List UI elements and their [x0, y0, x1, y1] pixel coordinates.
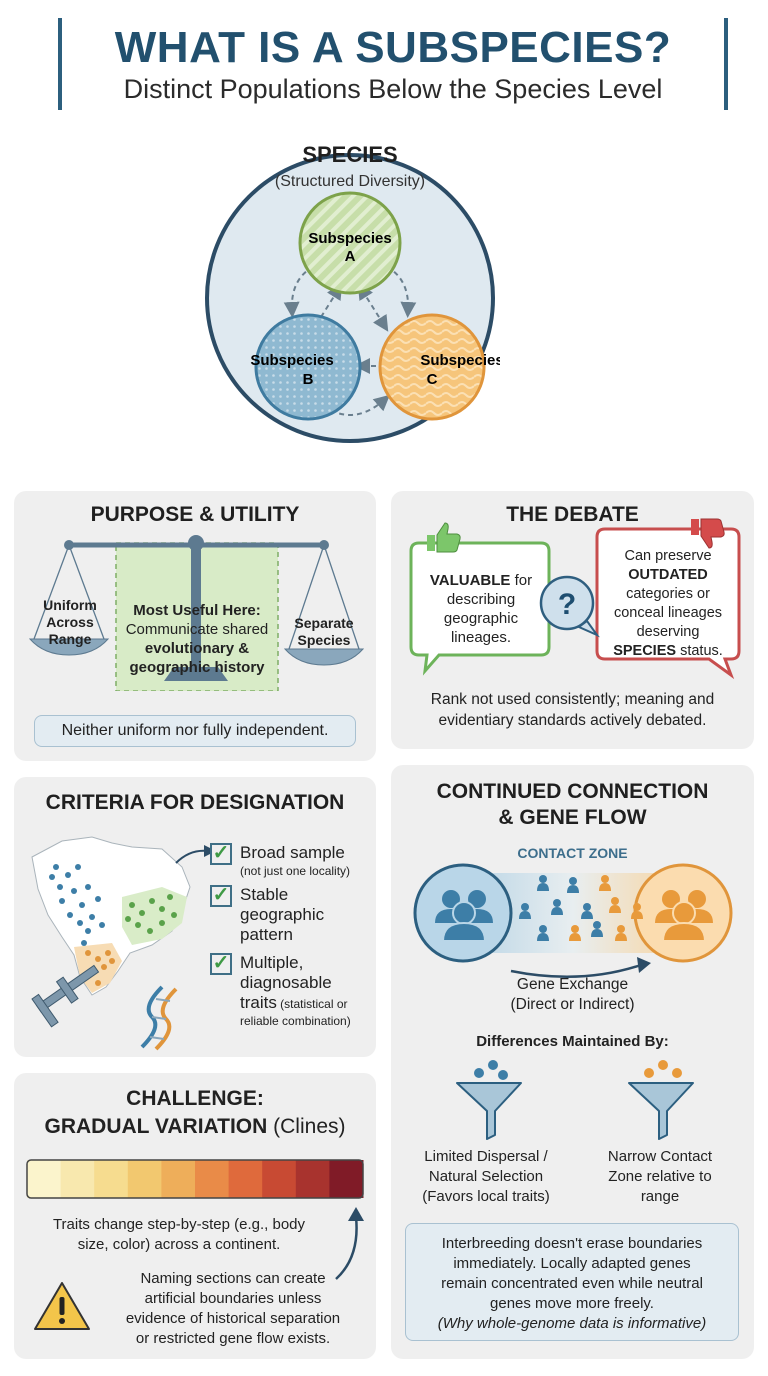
question-icon: ? [539, 575, 600, 638]
purpose-panel: PURPOSE & UTILITY Uniform Across Range M… [14, 491, 376, 761]
contact-zone-label: CONTACT ZONE [517, 845, 628, 861]
criteria-item-multiple-traits: ✓ Multiple, diagnosable traits (statisti… [210, 953, 370, 1029]
scale-graphic [28, 535, 365, 691]
gradient-cell [127, 1160, 162, 1198]
gradient-cell [60, 1160, 95, 1198]
cline-description: Traits change step-by-step (e.g., body s… [52, 1216, 306, 1253]
gradient-cell [262, 1160, 297, 1198]
north-america-map-icon [31, 836, 191, 996]
gene-exchange-label: Gene Exchange (Direct or Indirect) [510, 976, 635, 1013]
challenge-title-line2: GRADUAL VARIATION (Clines) [44, 1115, 346, 1138]
gene-flow-panel: CONTINUED CONNECTION & GENE FLOW CONTACT… [391, 765, 754, 1359]
gradient-cell [27, 1160, 62, 1198]
criteria-panel: CRITERIA FOR DESIGNATION [14, 777, 376, 1057]
funnel-right-icon [628, 1060, 694, 1140]
cline-gradient-bar [26, 1159, 364, 1199]
limited-dispersal-label: Limited Dispersal / Natural Selection (F… [422, 1148, 550, 1205]
purpose-title: PURPOSE & UTILITY [90, 503, 300, 526]
checkbox-icon: ✓ [210, 843, 232, 865]
population-blue-icon [413, 863, 513, 963]
dna-icon [140, 985, 178, 1051]
svg-text:Subspecies: Subspecies [250, 352, 333, 369]
differences-maintained-title: Differences Maintained By: [476, 1033, 669, 1050]
narrow-contact-label: Narrow Contact Zone relative to range [607, 1148, 713, 1205]
criteria-list: ✓ Broad sample (not just one locality) ✓… [210, 843, 370, 1029]
svg-text:?: ? [558, 588, 576, 621]
outdated-text: Can preserve OUTDATED categories or conc… [613, 548, 723, 659]
page-subtitle: Distinct Populations Below the Species L… [123, 74, 663, 104]
challenge-panel: CHALLENGE: GRADUAL VARIATION (Clines) Tr… [14, 1073, 376, 1359]
gradient-cell [94, 1160, 129, 1198]
svg-text:A: A [345, 248, 356, 265]
criteria-item-broad-sample: ✓ Broad sample (not just one locality) [210, 843, 370, 879]
gradient-cell [295, 1160, 330, 1198]
challenge-title-line1: CHALLENGE: [126, 1087, 264, 1110]
svg-text:Subspecies: Subspecies [420, 352, 500, 369]
gradient-cell [195, 1160, 230, 1198]
debate-panel: THE DEBATE ? VALUABLE for describing geo… [391, 491, 754, 749]
population-orange-icon [633, 863, 733, 963]
checkbox-icon: ✓ [210, 885, 232, 907]
criteria-item-stable-pattern: ✓ Stable geographic pattern [210, 885, 370, 945]
separate-species-label: Separate Species [294, 615, 354, 648]
gradient-cell [161, 1160, 196, 1198]
criteria-title: CRITERIA FOR DESIGNATION [45, 791, 345, 814]
gradient-cell [228, 1160, 263, 1198]
species-title: SPECIES [302, 142, 397, 167]
thumbs-down-icon [691, 518, 725, 549]
uniform-label: Uniform Across Range [43, 597, 97, 647]
debate-title: THE DEBATE [506, 503, 639, 526]
subspecies-c: Subspecies C [378, 313, 500, 421]
svg-text:B: B [303, 371, 314, 388]
gradient-cell [329, 1160, 364, 1198]
funnel-left-icon [456, 1060, 522, 1140]
header: WHAT IS A SUBSPECIES? Distinct Populatio… [58, 18, 728, 110]
purpose-footer: Neither uniform nor fully independent. [34, 715, 356, 747]
warning-text: Naming sections can create artificial bo… [125, 1270, 341, 1347]
page-title: WHAT IS A SUBSPECIES? [114, 23, 672, 72]
most-useful-text: Most Useful Here: Communicate shared evo… [125, 602, 269, 676]
svg-text:C: C [427, 371, 438, 388]
svg-text:Subspecies: Subspecies [308, 230, 391, 247]
debate-footer: Rank not used consistently; meaning and … [430, 691, 715, 729]
thumbs-up-icon [427, 522, 461, 553]
checkbox-icon: ✓ [210, 953, 232, 975]
subspecies-a: Subspecies A [298, 191, 402, 295]
warning-icon [34, 1282, 90, 1330]
species-diagram: SPECIES (Structured Diversity) Subspecie… [205, 142, 500, 443]
species-subtitle: (Structured Diversity) [275, 173, 425, 190]
curved-arrow-icon [335, 1207, 364, 1280]
valuable-text: VALUABLE for describing geographic linea… [429, 572, 533, 646]
calipers-icon [31, 964, 100, 1028]
subspecies-b: Subspecies B [250, 313, 362, 421]
gene-flow-title: CONTINUED CONNECTION & GENE FLOW [436, 780, 709, 829]
interbreeding-note: Interbreeding doesn't erase boundaries i… [405, 1223, 739, 1341]
